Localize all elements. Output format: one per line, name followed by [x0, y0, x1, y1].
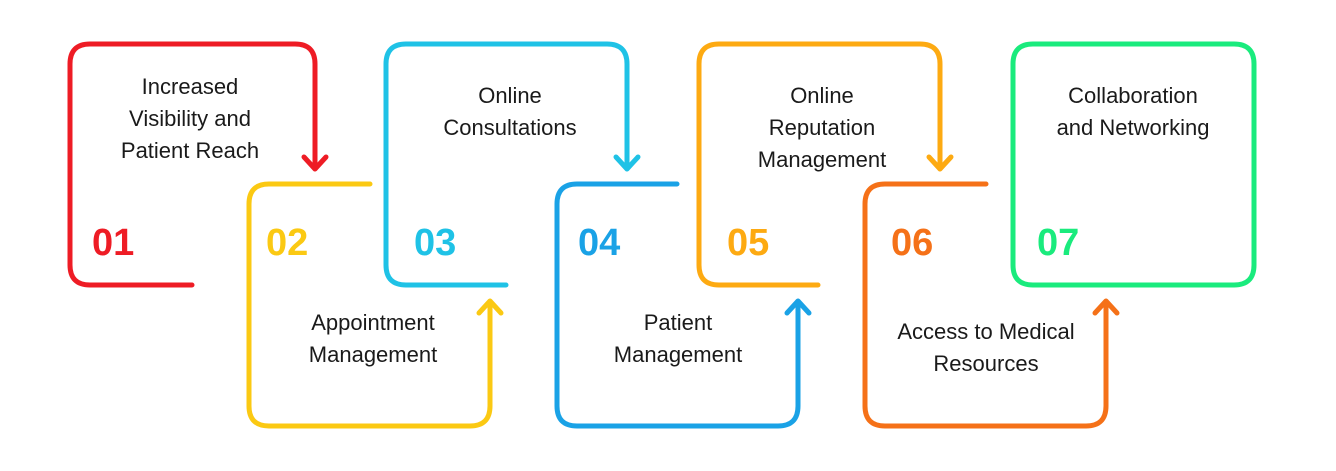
- step-4-frame: [554, 181, 801, 429]
- step-3-arrow-down-icon: [613, 154, 641, 172]
- step-3-frame: [383, 41, 630, 288]
- step-6-number: 06: [891, 222, 934, 264]
- step-1-frame: [67, 41, 318, 288]
- step-5-number: 05: [727, 222, 770, 264]
- step-4-number: 04: [578, 222, 621, 264]
- step-2-frame: [246, 181, 493, 429]
- step-4-arrow-up-icon: [784, 298, 812, 316]
- step-6-frame: [862, 181, 1109, 429]
- step-1-arrow-down-icon: [301, 154, 329, 172]
- step-5-frame: [696, 41, 943, 288]
- step-3-number: 03: [414, 222, 457, 264]
- step-2-number: 02: [266, 222, 309, 264]
- step-6-arrow-up-icon: [1092, 298, 1120, 316]
- step-2-arrow-up-icon: [476, 298, 504, 316]
- step-7-number: 07: [1037, 222, 1080, 264]
- step-1-number: 01: [92, 222, 135, 264]
- step-5-arrow-down-icon: [926, 154, 954, 172]
- step-7-frame: [1010, 41, 1257, 288]
